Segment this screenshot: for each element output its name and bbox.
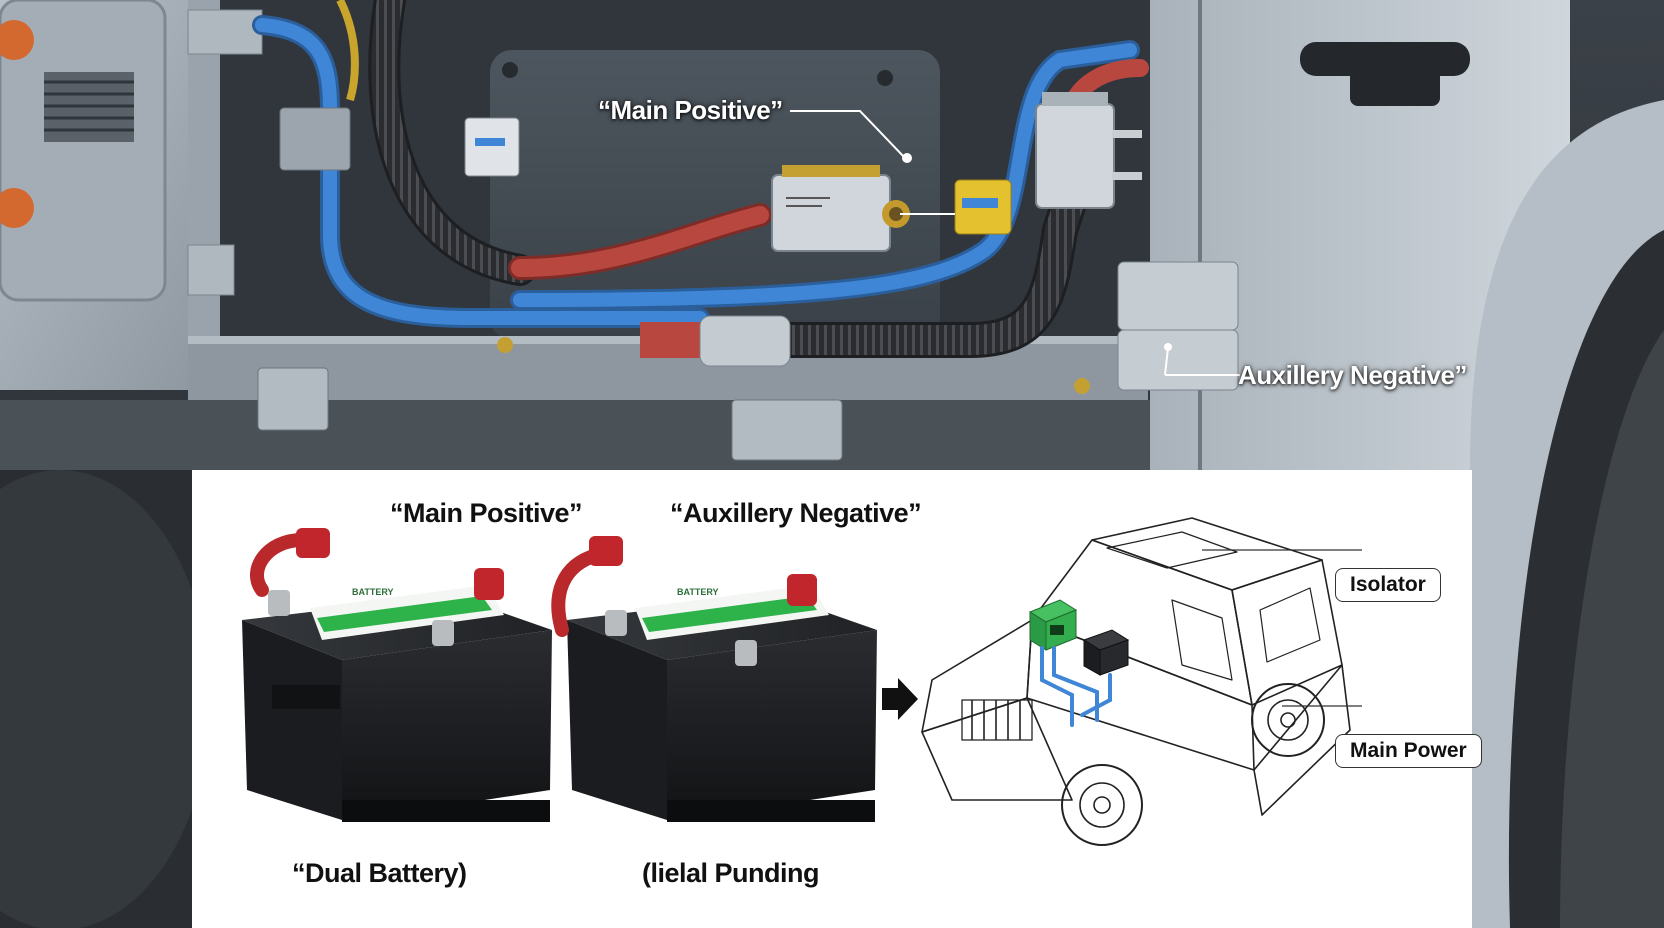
blue-cables (252, 15, 1140, 328)
isolator-green-box (1028, 599, 1078, 651)
label-dual-battery: “Dual Battery) (292, 858, 467, 888)
isolator-black-box (1082, 629, 1130, 676)
vehicle-line-drawing (921, 517, 1351, 846)
fender-and-tire (1470, 100, 1664, 928)
battery-2-sticker-text: BATTERY (677, 587, 719, 597)
grey-bracket (279, 107, 351, 171)
left-tire (0, 470, 210, 928)
yellow-connector (900, 179, 1012, 235)
label-auxillery-negative: “Auxillery Negative” (670, 498, 922, 528)
tag-main-power: Main Power (1335, 734, 1482, 768)
vent-grille (44, 72, 134, 142)
right-arrow-icon (882, 678, 918, 720)
blue-wiring (1040, 646, 1112, 727)
battery-1-sticker-text: BATTERY (352, 587, 394, 597)
battery-2: BATTERY (551, 536, 877, 822)
battery-1: BATTERY (242, 528, 552, 822)
battery-illustrations: BATTERY BATTERY (242, 517, 1362, 846)
tag-isolator: Isolator (1335, 568, 1441, 602)
small-relay (464, 117, 520, 177)
left-body-panel (0, 0, 215, 390)
door-panel (1117, 0, 1570, 470)
rail-brackets (257, 337, 1090, 461)
black-conduit (368, 0, 1088, 358)
photo-callout-auxillery-negative: Auxillery Negative” (1238, 360, 1467, 390)
label-bottom-right: (lielal Punding (642, 858, 820, 888)
right-terminal-block (1035, 92, 1142, 209)
diagram-panel: BATTERY BATTERY (192, 470, 1482, 928)
photo-callout-main-positive: “Main Positive” (598, 95, 783, 125)
center-terminal-block (771, 165, 910, 252)
label-main-positive: “Main Positive” (390, 498, 583, 528)
